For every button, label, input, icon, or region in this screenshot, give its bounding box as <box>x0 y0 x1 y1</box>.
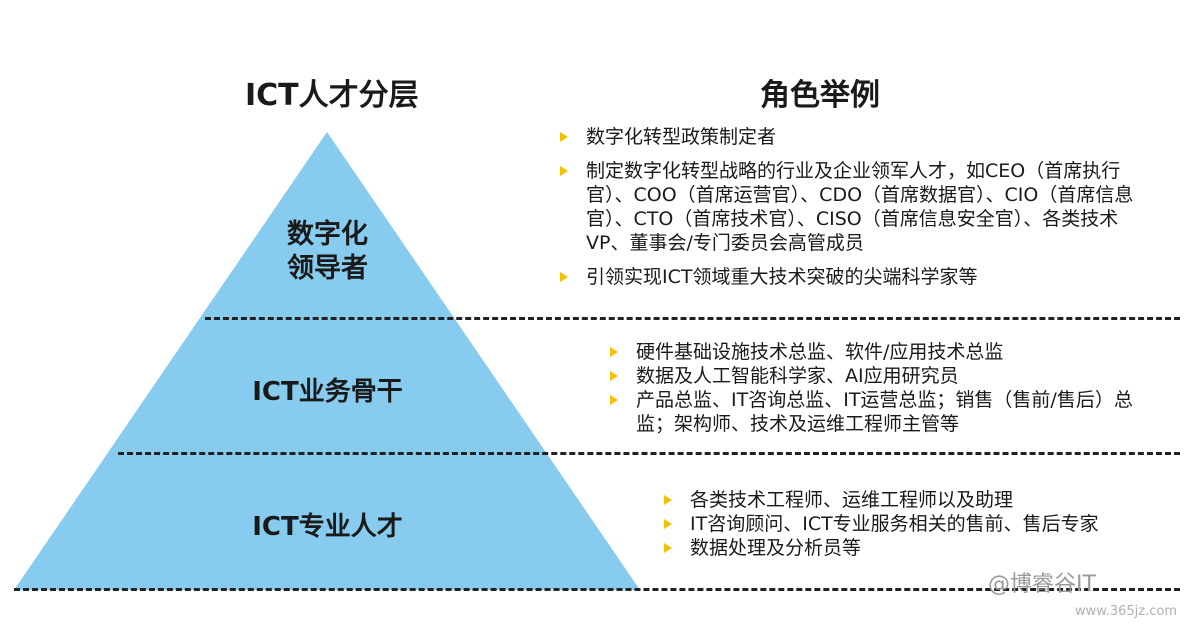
roles-list-digital-leaders: 数字化转型政策制定者 制定数字化转型战略的行业及企业领军人才，如CEO（首席执行… <box>558 125 1143 289</box>
list-item: 硬件基础设施技术总监、软件/应用技术总监 <box>608 340 1158 364</box>
divider-middle <box>118 452 1180 455</box>
divider-top <box>205 317 1180 320</box>
bullet-triangle-icon <box>664 495 672 505</box>
bullet-triangle-icon <box>664 543 672 553</box>
watermark-url: www.365jz.com <box>1075 604 1177 619</box>
bullet-triangle-icon <box>560 272 568 282</box>
bullet-triangle-icon <box>560 132 568 142</box>
bullet-triangle-icon <box>664 519 672 529</box>
list-item: 制定数字化转型战略的行业及企业领军人才，如CEO（首席执行官）、COO（首席运营… <box>558 159 1143 255</box>
roles-list-ict-professionals: 各类技术工程师、运维工程师以及助理 IT咨询顾问、ICT专业服务相关的售前、售后… <box>662 488 1162 560</box>
pyramid-shape <box>14 132 640 590</box>
bullet-triangle-icon <box>610 347 618 357</box>
tier-label-ict-backbone: ICT业务骨干 <box>252 377 403 407</box>
bullet-triangle-icon <box>560 166 568 176</box>
tier-label-ict-professionals: ICT专业人才 <box>252 512 403 542</box>
bullet-triangle-icon <box>610 395 618 405</box>
tier-label-line: 数字化 <box>287 219 368 250</box>
tier-label-digital-leaders: 数字化 领导者 <box>255 218 400 286</box>
divider-bottom <box>14 588 1180 591</box>
list-item: 数字化转型政策制定者 <box>558 125 1143 149</box>
list-item: 数据及人工智能科学家、AI应用研究员 <box>608 364 1158 388</box>
list-item: 各类技术工程师、运维工程师以及助理 <box>662 488 1162 512</box>
list-item: 引领实现ICT领域重大技术突破的尖端科学家等 <box>558 265 1143 289</box>
bullet-triangle-icon <box>610 371 618 381</box>
right-column-header: 角色举例 <box>760 78 880 113</box>
list-item: 产品总监、IT咨询总监、IT运营总监；销售（售前/售后）总监；架构师、技术及运维… <box>608 388 1158 436</box>
list-item: 数据处理及分析员等 <box>662 536 1162 560</box>
left-column-header: ICT人才分层 <box>245 78 419 113</box>
tier-label-line: 领导者 <box>287 253 368 284</box>
list-item: IT咨询顾问、ICT专业服务相关的售前、售后专家 <box>662 512 1162 536</box>
roles-list-ict-backbone: 硬件基础设施技术总监、软件/应用技术总监 数据及人工智能科学家、AI应用研究员 … <box>608 340 1158 436</box>
watermark-brand: @博睿谷IT <box>988 572 1096 597</box>
